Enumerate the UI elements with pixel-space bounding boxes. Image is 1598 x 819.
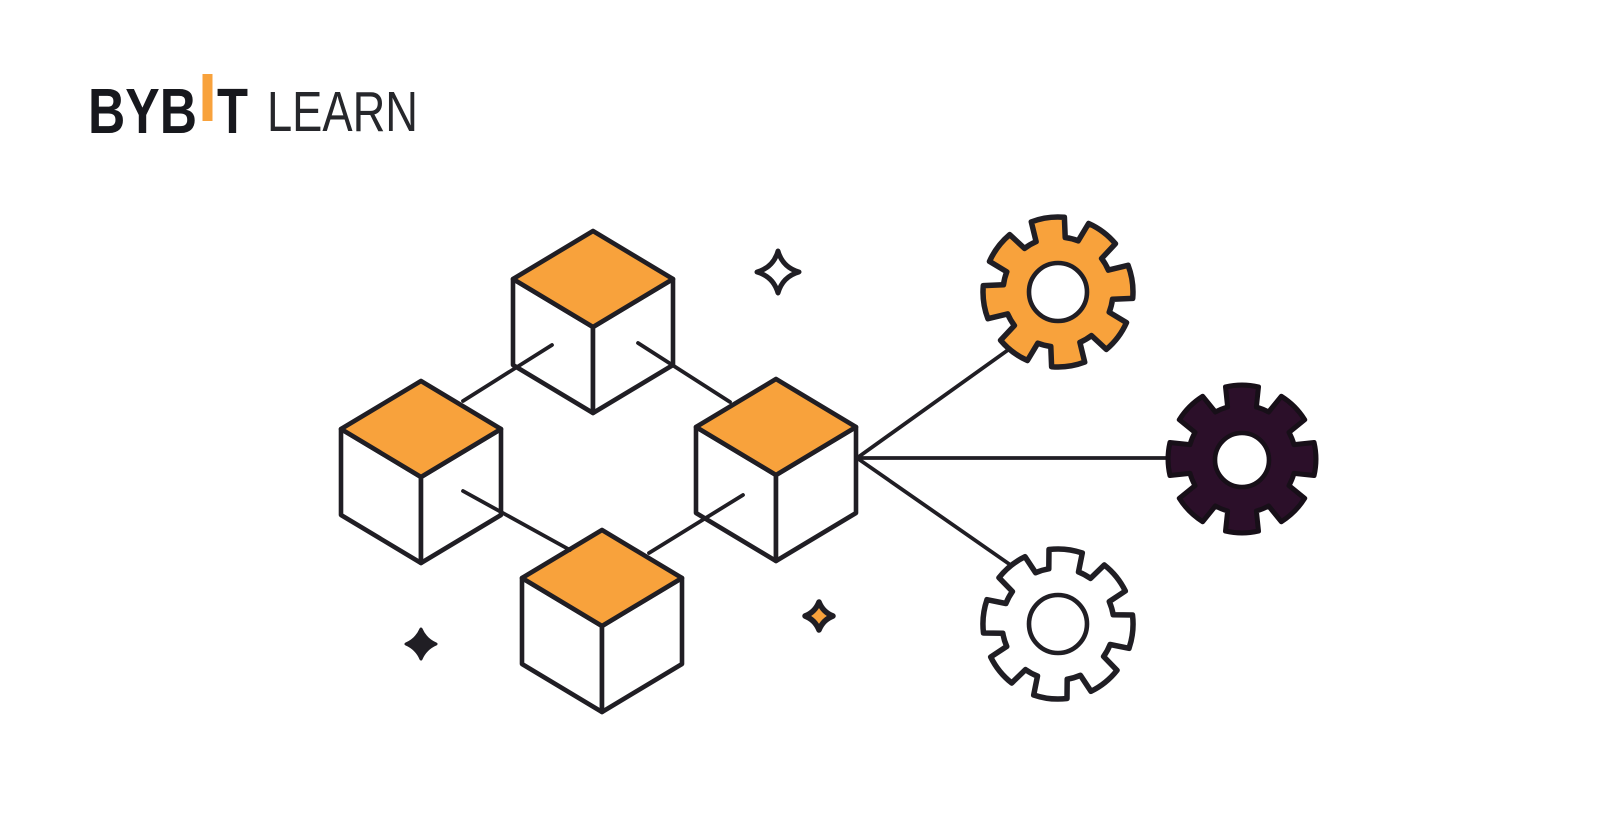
blockchain-cube-top bbox=[510, 228, 676, 416]
logo-i-mark: I bbox=[202, 74, 213, 121]
link-to-outline-gear bbox=[855, 456, 1014, 568]
cube-top-face bbox=[338, 378, 504, 480]
cube-top-face bbox=[510, 228, 676, 330]
outline-gear-icon bbox=[980, 546, 1136, 702]
dark-gear-hole bbox=[1212, 430, 1272, 490]
logo-text-learn: LEARN bbox=[267, 80, 418, 144]
logo-text-byb: BYB bbox=[88, 75, 197, 147]
link-right-to-bottom bbox=[647, 493, 745, 555]
link-left-to-bottom bbox=[461, 489, 572, 552]
gears bbox=[980, 214, 1319, 702]
orange-gear-icon bbox=[980, 214, 1136, 370]
link-to-orange-gear bbox=[855, 348, 1010, 460]
cube-top-face bbox=[693, 376, 859, 478]
sparkle-icon-orange bbox=[802, 599, 836, 633]
blockchain-cube-right bbox=[693, 376, 859, 564]
sparkle-icon-black bbox=[404, 627, 438, 661]
logo-text-t: T bbox=[217, 75, 248, 147]
link-top-to-left bbox=[461, 343, 554, 403]
dark-gear-icon bbox=[1165, 382, 1319, 536]
link-top-to-right bbox=[636, 341, 732, 404]
cube-top-face bbox=[519, 527, 685, 629]
outline-gear-hole bbox=[1026, 592, 1090, 656]
sparkles bbox=[404, 248, 836, 661]
orange-gear-hole bbox=[1026, 260, 1090, 324]
blockchain-cube-bottom bbox=[519, 527, 685, 715]
sparkle-icon-white bbox=[754, 248, 802, 296]
blockchain-network bbox=[338, 228, 1170, 715]
bybit-learn-logo: BYB I T LEARN bbox=[88, 74, 418, 147]
blockchain-cube-left bbox=[338, 378, 504, 566]
